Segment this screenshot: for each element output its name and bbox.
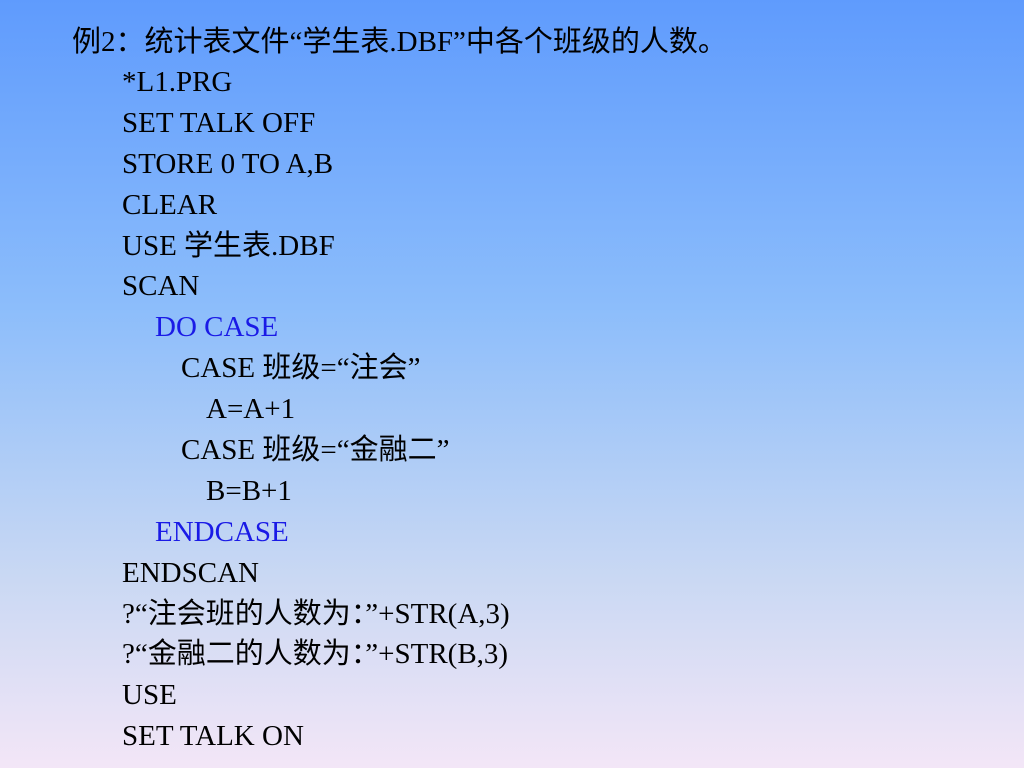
code-line: SET TALK ON <box>122 720 304 753</box>
code-line: *L1.PRG <box>122 66 233 98</box>
code-line: ENDSCAN <box>122 556 259 589</box>
code-line: CASE 班级=“金融二” <box>181 434 450 467</box>
code-line: USE 学生表.DBF <box>122 229 335 262</box>
code-line: STORE 0 TO A,B <box>122 147 334 180</box>
code-line-keyword: ENDCASE <box>155 515 289 548</box>
code-block: *L1.PRG SET TALK OFF STORE 0 TO A,B CLEA… <box>0 62 1024 757</box>
slide-title: 例2：统计表文件“学生表.DBF”中各个班级的人数。 <box>72 26 727 58</box>
code-line: USE <box>122 679 177 712</box>
code-line-keyword: DO CASE <box>155 311 279 344</box>
code-line: A=A+1 <box>206 393 296 426</box>
code-line: CASE 班级=“注会” <box>181 352 421 385</box>
code-line: SCAN <box>122 270 200 303</box>
code-line: B=B+1 <box>206 474 292 507</box>
code-line: SET TALK OFF <box>122 106 316 139</box>
code-line: ?“注会班的人数为：”+STR(A,3) <box>122 597 510 630</box>
code-line: ?“金融二的人数为：”+STR(B,3) <box>122 638 509 671</box>
code-line: CLEAR <box>122 188 218 221</box>
